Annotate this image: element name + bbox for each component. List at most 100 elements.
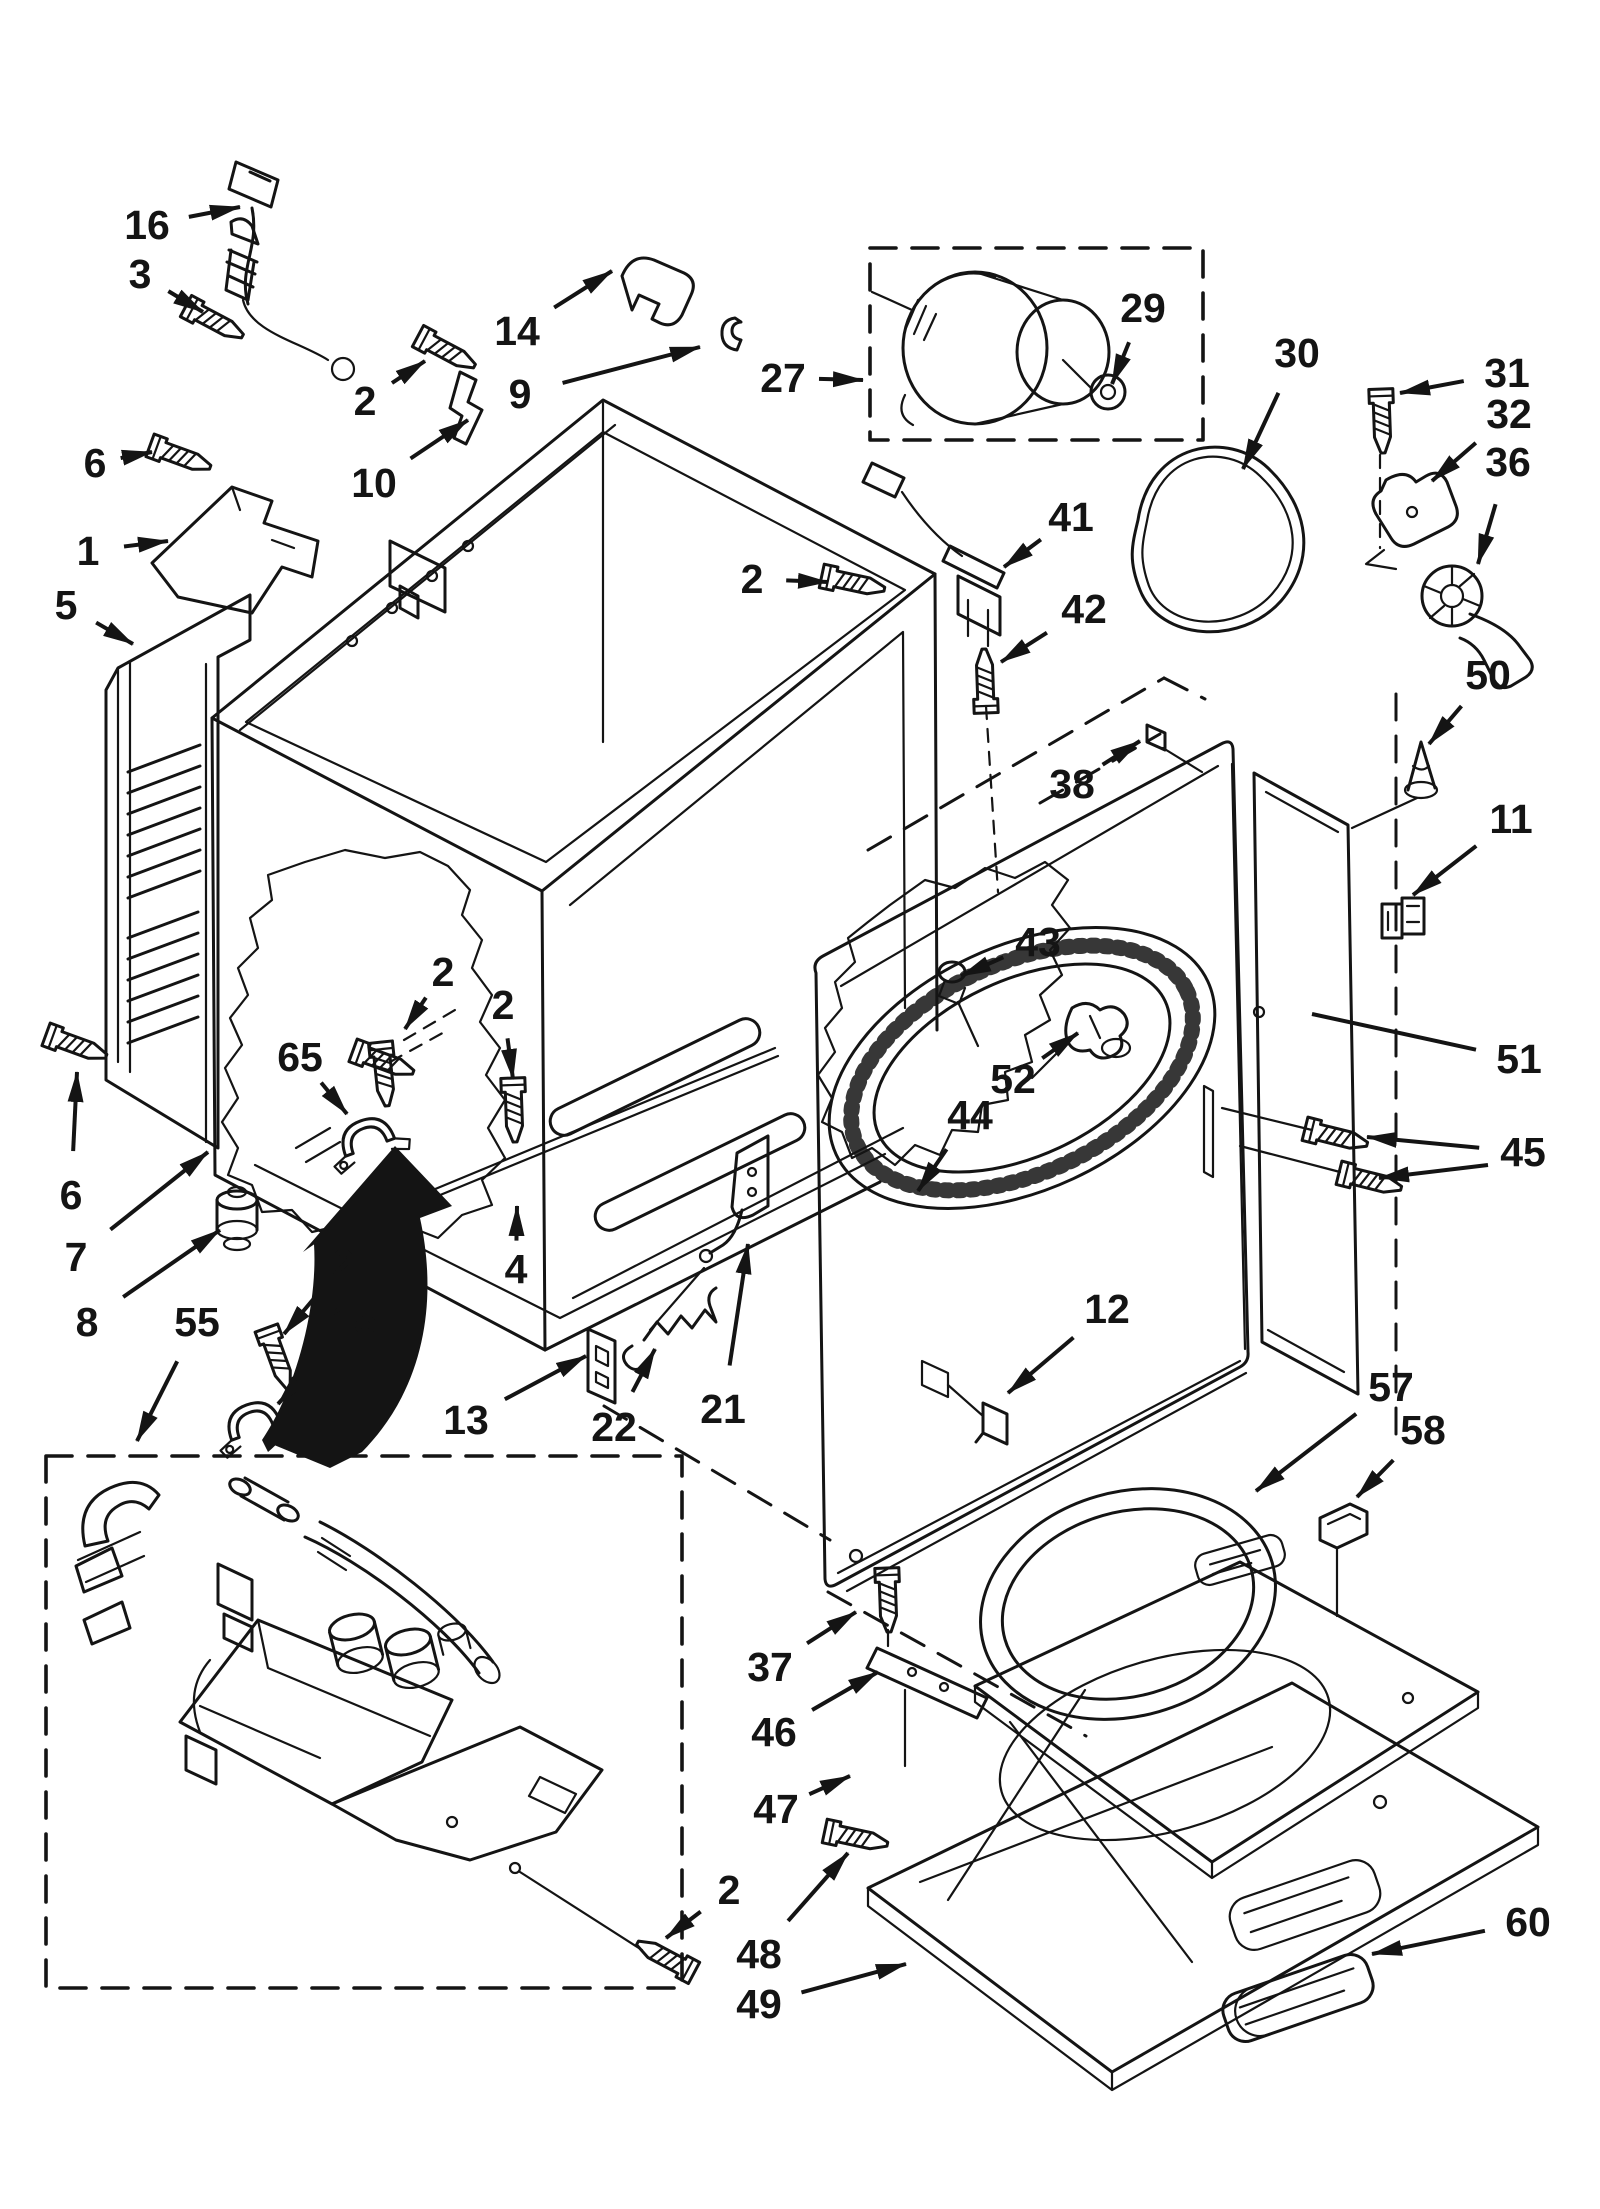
callout-leader-2-5 xyxy=(390,359,427,385)
callout-leader-6-31 xyxy=(67,1071,84,1152)
callout-leader-65-30 xyxy=(319,1081,349,1116)
callout-leader-11-16 xyxy=(1411,844,1478,897)
callout-label-2-27: 2 xyxy=(432,949,455,995)
callout-leader-27-9 xyxy=(818,371,864,388)
door-switch xyxy=(388,539,447,620)
callout-label-31-12: 31 xyxy=(1484,350,1530,396)
callout-leader-46-43 xyxy=(811,1670,879,1712)
screw-6-top xyxy=(144,432,216,481)
callout-label-1-3: 1 xyxy=(77,528,100,574)
bottom-clip-12 xyxy=(946,1383,1009,1446)
callout-label-29-10: 29 xyxy=(1120,285,1166,331)
vent-louvers xyxy=(126,743,202,1045)
screw-2e xyxy=(630,1930,702,1986)
callout-label-27-9: 27 xyxy=(760,355,806,401)
callout-label-11-16: 11 xyxy=(1489,796,1532,842)
callout-label-49-47: 49 xyxy=(736,1981,782,2027)
callout-label-15-35: 15 xyxy=(331,1297,377,1343)
valve-coil-41 xyxy=(861,461,1006,648)
callout-leader-2-27 xyxy=(403,996,429,1031)
callout-label-6-31: 6 xyxy=(60,1172,83,1218)
callout-leader-52-24 xyxy=(1041,1031,1080,1060)
callout-leader-2-34 xyxy=(282,1294,318,1336)
hinge-21 xyxy=(698,1134,770,1264)
hinge-plate-46 xyxy=(865,1628,989,1768)
callout-leader-14-7 xyxy=(553,269,614,310)
callout-label-38-20: 38 xyxy=(1049,761,1095,807)
callout-leader-51-21 xyxy=(1311,1012,1477,1052)
callout-label-10-6: 10 xyxy=(351,460,397,506)
cone-plug-50 xyxy=(1350,740,1439,830)
callout-leader-50-15 xyxy=(1427,704,1463,746)
callout-leader-37-42 xyxy=(805,1610,858,1645)
bottom-panel xyxy=(866,1681,1540,2092)
callout-leader-31-12 xyxy=(1399,379,1465,396)
callout-label-12-26: 12 xyxy=(1084,1286,1130,1332)
callout-leader-15-35 xyxy=(276,1351,326,1406)
side-vent-panel xyxy=(104,593,252,1150)
bracket-14 xyxy=(620,256,695,327)
callout-label-21-39: 21 xyxy=(700,1386,746,1432)
callout-label-43-23: 43 xyxy=(1015,919,1061,965)
top-panel xyxy=(973,1560,1480,1880)
shield-bracket-1 xyxy=(150,485,320,615)
callout-leader-3-1 xyxy=(167,289,205,314)
callout-leader-60-48 xyxy=(1371,1928,1486,1956)
rear-side-panel-51 xyxy=(1252,771,1360,1396)
callout-label-44-25: 44 xyxy=(947,1092,993,1138)
callout-label-9-8: 9 xyxy=(509,371,532,417)
screw-45b xyxy=(1334,1159,1406,1202)
callout-leader-12-26 xyxy=(1006,1335,1075,1395)
callout-label-22-38: 22 xyxy=(591,1404,637,1450)
callout-label-14-7: 14 xyxy=(494,308,540,354)
callout-label-48-46: 48 xyxy=(736,1931,782,1977)
callout-leader-38-20 xyxy=(1101,739,1142,767)
callout-label-51-21: 51 xyxy=(1496,1036,1542,1082)
callout-label-16-0: 16 xyxy=(124,202,170,248)
motor-inset-box xyxy=(868,246,1205,442)
screw-37 xyxy=(873,1566,903,1634)
callout-leader-41-17 xyxy=(1002,537,1043,569)
handle-60 xyxy=(1221,1952,1375,2044)
callout-label-45-22: 45 xyxy=(1500,1129,1546,1175)
front-panel xyxy=(813,723,1250,1593)
callout-leader-29-10 xyxy=(1110,341,1131,385)
callout-label-60-48: 60 xyxy=(1505,1899,1551,1945)
callout-leader-22-38 xyxy=(630,1348,657,1393)
screw-6-bottom xyxy=(40,1021,112,1070)
screw-31 xyxy=(1367,387,1397,455)
callout-label-2-28: 2 xyxy=(492,982,515,1028)
callout-leader-2-18 xyxy=(786,572,829,589)
callout-leader-47-44 xyxy=(808,1774,851,1796)
callout-leader-36-14 xyxy=(1476,503,1498,565)
duct-opening xyxy=(1228,1859,1382,1951)
callout-leader-2-28 xyxy=(501,1038,517,1080)
install-direction-arrow xyxy=(262,1146,452,1468)
callout-label-2-18: 2 xyxy=(741,556,764,602)
callout-label-2-5: 2 xyxy=(354,378,377,424)
cabinet-frame xyxy=(210,398,939,1352)
thermal-sensor-3 xyxy=(224,217,356,382)
callout-leader-21-39 xyxy=(727,1243,752,1366)
callout-label-5-4: 5 xyxy=(55,582,78,628)
extra-leader-0 xyxy=(1378,1163,1489,1183)
callout-label-50-15: 50 xyxy=(1465,652,1511,698)
screw-2a xyxy=(410,323,482,379)
callout-label-36-14: 36 xyxy=(1485,439,1531,485)
leveling-foot-8 xyxy=(215,1185,259,1252)
mount-plate-13 xyxy=(586,1327,617,1405)
callout-leader-57-40 xyxy=(1254,1412,1358,1493)
callout-label-4-29: 4 xyxy=(505,1246,528,1292)
callout-label-8-33: 8 xyxy=(76,1299,99,1345)
drive-motor xyxy=(870,270,1127,427)
callout-leader-48-46 xyxy=(786,1851,850,1923)
callout-label-41-17: 41 xyxy=(1048,494,1094,540)
callout-leader-42-19 xyxy=(999,630,1048,664)
door-spring-22 xyxy=(621,1266,718,1371)
callout-leader-1-3 xyxy=(123,536,169,553)
callout-leader-58-41 xyxy=(1355,1458,1395,1499)
callout-label-55-36: 55 xyxy=(174,1299,220,1345)
callout-leader-32-13 xyxy=(1430,441,1478,483)
